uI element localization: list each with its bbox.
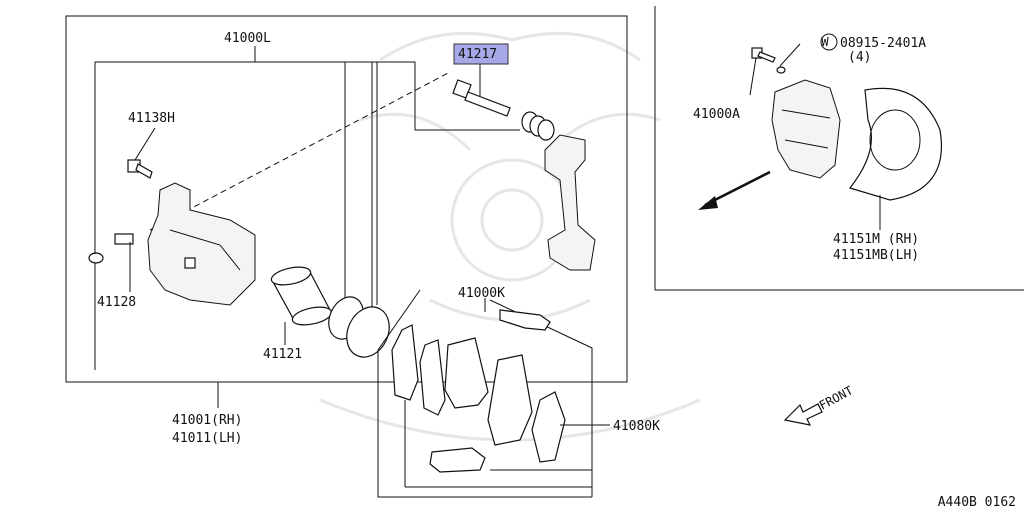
- caliper-body-port: [184, 257, 196, 269]
- dust-shield: [848, 87, 942, 201]
- pad-shim-inner: [419, 339, 446, 416]
- label-41121: 41121: [263, 347, 302, 362]
- brake-pad-outer: [487, 354, 533, 446]
- bleeder-41128: [88, 233, 134, 264]
- label-41128: 41128: [97, 295, 136, 310]
- footer-code: A440B 0162: [938, 495, 1016, 510]
- dust-seal: [346, 306, 390, 358]
- shim-41080K: [531, 391, 566, 463]
- front-arrow: [783, 403, 823, 426]
- label-08915: 08915-2401A: [840, 36, 926, 51]
- pad-shim-outer: [391, 324, 419, 401]
- label-41151MB: 41151MB(LH): [833, 248, 919, 263]
- label-41000K: 41000K: [458, 286, 505, 301]
- brake-pad-inner: [444, 337, 489, 409]
- pad-clip-upper: [499, 309, 551, 331]
- direction-arrowhead: [698, 196, 718, 210]
- caliper-assembly-frame: [65, 15, 628, 383]
- label-washer-symbol: W: [821, 35, 829, 49]
- label-41217: 41217: [458, 47, 497, 62]
- label-41080K: 41080K: [613, 419, 660, 434]
- torque-member: [544, 134, 596, 271]
- label-08915-qty: (4): [848, 50, 871, 65]
- pad-kit-frame: [377, 289, 592, 498]
- piston-41121: [270, 266, 333, 326]
- label-41001: 41001(RH): [172, 413, 242, 428]
- leader-41000A: [749, 57, 757, 96]
- highlight-41217: [453, 43, 509, 65]
- label-41151M: 41151M (RH): [833, 232, 919, 247]
- label-front: FRONT: [817, 383, 855, 412]
- caliper-body: [147, 182, 256, 306]
- bolt-41000A: [751, 47, 786, 74]
- caliper-inner-frame: [94, 61, 520, 370]
- label-41011: 41011(LH): [172, 431, 242, 446]
- guide-pin-41217: [452, 79, 511, 117]
- caliper-assembly-small: [771, 79, 841, 179]
- pin-dashed-line: [149, 71, 451, 231]
- label-41000A: 41000A: [693, 107, 740, 122]
- leader-41138H: [134, 127, 156, 161]
- right-panel-frame: [654, 6, 1024, 291]
- bolt-41138H: [127, 159, 153, 179]
- label-41138H: 41138H: [128, 111, 175, 126]
- pad-clip-lower: [429, 447, 486, 473]
- label-41000L: 41000L: [224, 31, 271, 46]
- pin-boot: [521, 111, 555, 141]
- caliper-body-detail: [169, 229, 241, 271]
- washer-symbol-circle: [820, 33, 838, 51]
- leader-08915: [779, 43, 801, 67]
